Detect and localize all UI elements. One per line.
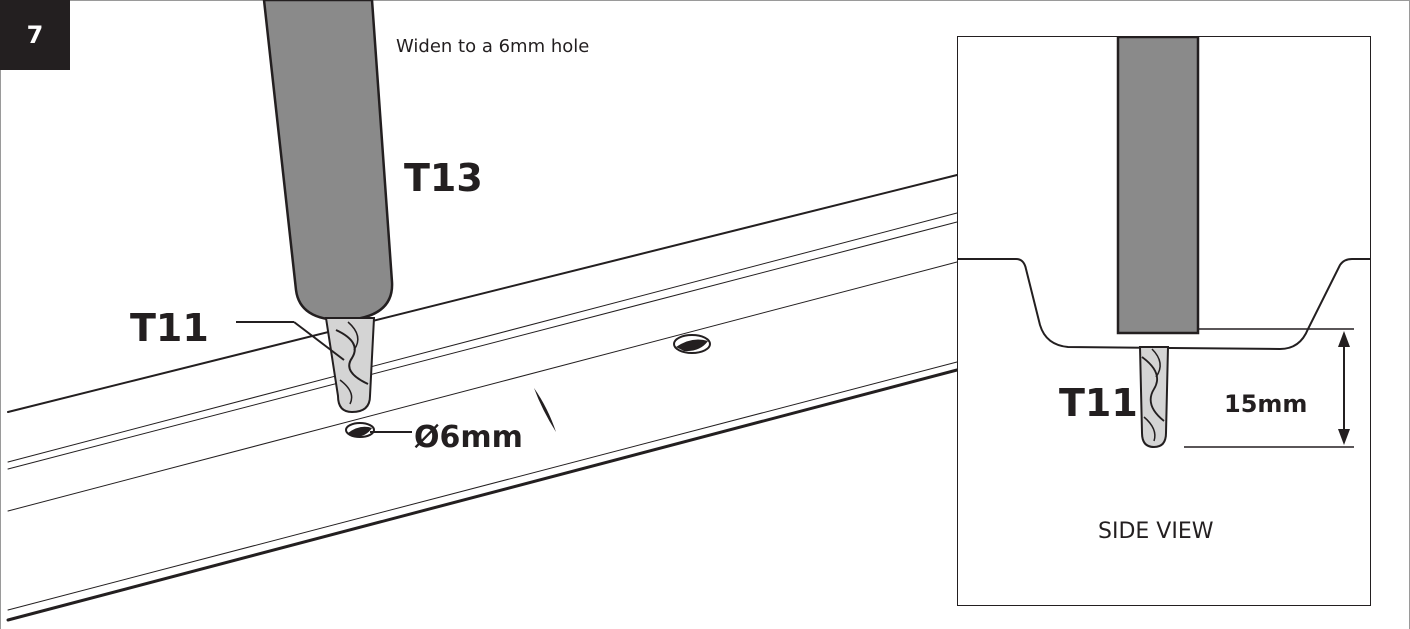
side-view-inset: T11 15mm SIDE VIEW bbox=[957, 36, 1371, 606]
step-number: 7 bbox=[26, 21, 44, 49]
extension-tool-t13 bbox=[262, 0, 394, 322]
side-bit-t11-label: T11 bbox=[1059, 381, 1138, 425]
t11-leader-line-diagonal bbox=[293, 321, 345, 361]
side-view-drawing bbox=[958, 37, 1370, 449]
rotation-mark bbox=[534, 388, 556, 432]
side-view-caption: SIDE VIEW bbox=[1098, 519, 1214, 544]
rail-profile bbox=[6, 174, 959, 622]
step-instruction: Widen to a 6mm hole bbox=[396, 36, 590, 57]
bit-t11-label: T11 bbox=[130, 306, 209, 350]
side-tool-body bbox=[1116, 37, 1200, 335]
step-number-badge: 7 bbox=[0, 0, 70, 70]
depth-arrow-top bbox=[1338, 331, 1350, 347]
depth-label: 15mm bbox=[1224, 390, 1308, 418]
hole-diameter-label: Ø6mm bbox=[414, 420, 523, 455]
rail-cross-section bbox=[958, 258, 1370, 351]
pilot-hole bbox=[673, 334, 711, 354]
side-drill-bit bbox=[1138, 346, 1170, 449]
tool-t13-label: T13 bbox=[404, 156, 483, 200]
depth-arrow-bottom bbox=[1338, 429, 1350, 445]
widened-hole bbox=[345, 422, 375, 438]
drill-bit-t11 bbox=[324, 317, 376, 414]
